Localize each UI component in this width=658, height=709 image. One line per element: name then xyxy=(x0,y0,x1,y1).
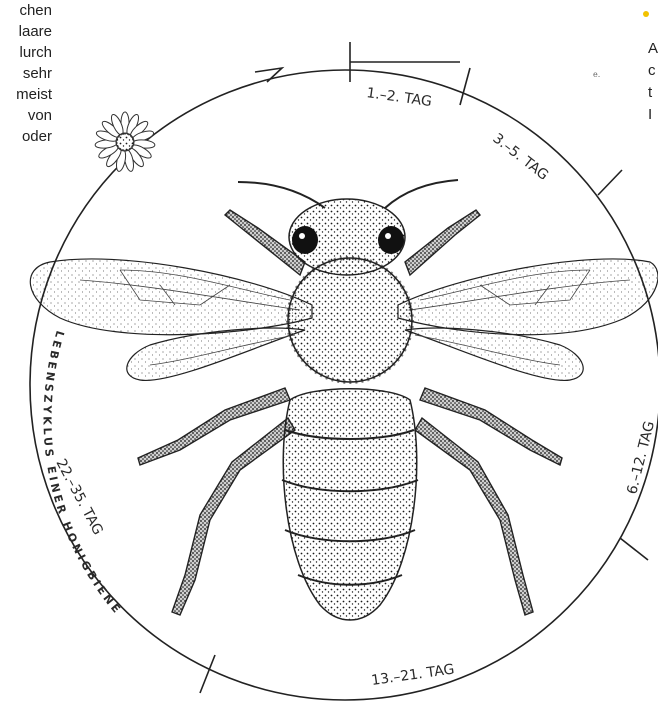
daisy-flower-icon xyxy=(95,112,156,172)
stage-label-3: 6.–12. TAG xyxy=(624,420,658,496)
direction-arrow-icon xyxy=(255,68,282,82)
bee-right-eye xyxy=(378,226,404,254)
right-wing xyxy=(398,259,658,381)
honeybee-illustration-icon xyxy=(30,180,658,620)
stage-label-1: 1.–2. TAG xyxy=(365,85,432,110)
yellow-dot xyxy=(643,11,649,17)
ring-title: LEBENSZYKLUS EINER HONIGBIENE xyxy=(40,329,124,618)
bee-left-eye xyxy=(292,226,318,254)
left-wing xyxy=(30,259,312,381)
